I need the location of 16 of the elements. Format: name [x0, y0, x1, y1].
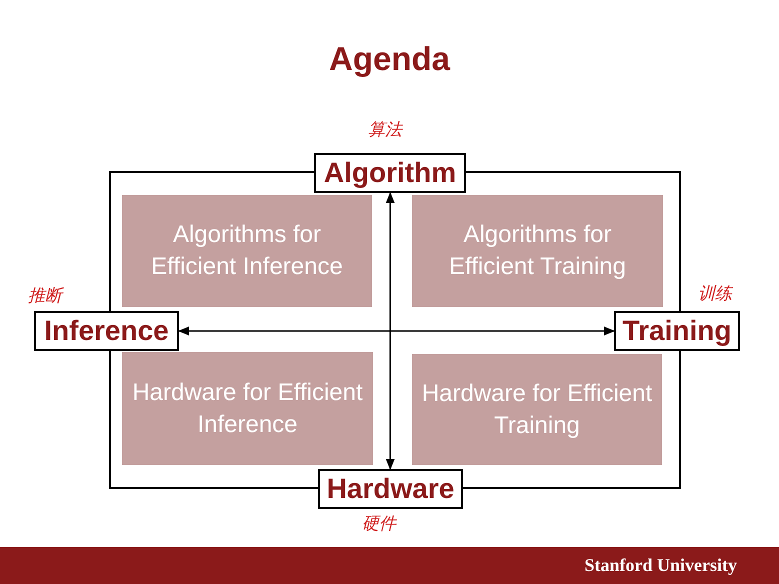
- double-arrow: [178, 326, 616, 336]
- topic-box: Algorithms for Efficient Training: [412, 195, 663, 307]
- axis-label-box: Hardware: [318, 469, 463, 509]
- axis-label-box: Training: [614, 311, 740, 351]
- handwritten-note: 训练: [698, 283, 732, 305]
- topic-box: Hardware for Efficient Training: [412, 354, 662, 465]
- footer-text: Stanford University: [584, 555, 737, 576]
- topic-box: Algorithms for Efficient Inference: [122, 195, 372, 307]
- axis-label-box: Algorithm: [314, 153, 466, 193]
- double-arrow: [386, 192, 395, 470]
- handwritten-note: 硬件: [362, 513, 396, 535]
- title: Agenda: [328, 40, 452, 78]
- topic-box: Hardware for Efficient Inference: [122, 352, 373, 465]
- axis-label-box: Inference: [34, 311, 179, 351]
- handwritten-note: 推断: [28, 285, 62, 307]
- handwritten-note: 算法: [368, 119, 402, 141]
